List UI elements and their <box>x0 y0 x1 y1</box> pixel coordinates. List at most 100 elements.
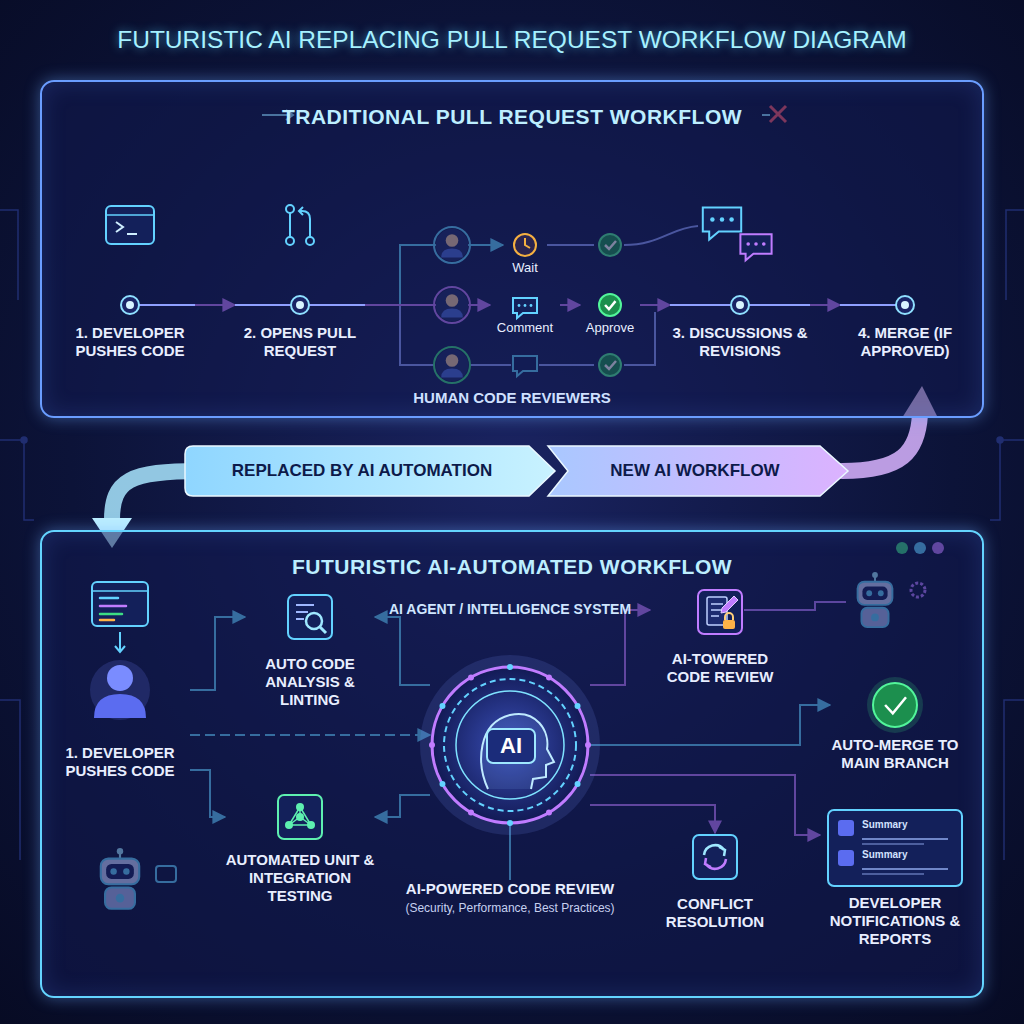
report-icon <box>862 873 924 875</box>
chats-icon <box>720 217 724 221</box>
workflow-panel: TRADITIONAL PULL REQUEST WORKFLOW 1. DEVE… <box>40 80 984 418</box>
doclock-icon <box>723 620 735 629</box>
speech-icon <box>513 298 537 318</box>
report-line: Summary <box>862 849 908 861</box>
hub-circle <box>439 703 445 709</box>
hub-circle <box>575 781 581 787</box>
clock-icon <box>503 232 547 258</box>
report-line: Summary <box>862 819 908 831</box>
report-icon <box>828 810 962 886</box>
hub-circle <box>546 674 552 680</box>
hub-circle <box>507 664 513 670</box>
dev-icon <box>100 613 122 616</box>
node-label: REPLACED BY AI AUTOMATION <box>222 461 518 481</box>
pr-icon <box>286 205 294 213</box>
chats-icon <box>746 242 750 246</box>
node-label: AI-TOWERED CODE REVIEW <box>650 650 790 686</box>
node-label: 1. DEVELOPER PUSHES CODE <box>50 744 190 780</box>
scan-icon <box>306 613 322 629</box>
term-icon <box>106 206 154 244</box>
circuit-trace <box>1004 700 1024 860</box>
node-label: DEVELOPER NOTIFICATIONS & REPORTS <box>820 894 970 948</box>
chats-icon <box>729 217 733 221</box>
sync-icon <box>693 835 737 879</box>
automation-step: AI-TOWERED CODE REVIEW <box>650 588 790 686</box>
dev-icon <box>100 597 118 600</box>
node-label: 1. DEVELOPER PUSHES CODE <box>65 324 195 360</box>
circuit-trace <box>0 700 20 860</box>
checkbig-icon <box>867 677 923 733</box>
chats-icon <box>740 234 771 260</box>
report-icon <box>862 843 924 845</box>
chats-icon <box>731 296 749 314</box>
term-icon <box>121 296 139 314</box>
hub-circle <box>487 729 535 763</box>
report-icon <box>838 850 854 866</box>
hub-circle <box>585 742 591 748</box>
sync-icon <box>704 845 724 855</box>
sync-icon <box>706 859 726 869</box>
speech-icon <box>518 304 521 307</box>
chats-icon <box>703 208 741 240</box>
term-icon <box>65 190 195 320</box>
node-label: AUTOMATED UNIT & INTEGRATION TESTING <box>225 851 375 905</box>
pr-icon <box>286 237 294 245</box>
dev-icon <box>92 582 148 626</box>
scan-icon <box>320 627 326 633</box>
clock-icon <box>514 234 536 256</box>
none-icon <box>840 190 970 320</box>
hub-circle <box>429 742 435 748</box>
hub-circle <box>468 674 474 680</box>
transition-arrow <box>842 414 920 471</box>
node-label: Approve <box>580 320 640 336</box>
workflow-step: 2. OPENS PULL REQUEST <box>235 190 365 360</box>
hub-circle <box>507 820 513 826</box>
scan-icon <box>296 605 314 619</box>
network-icon <box>278 795 322 839</box>
automation-step: DEVELOPER NOTIFICATIONS & REPORTS Summary… <box>820 808 970 948</box>
automation-step: 1. DEVELOPER PUSHES CODE <box>50 580 190 780</box>
dev-icon <box>107 665 133 691</box>
circuit-trace <box>990 440 1024 520</box>
automation-step: AUTO-MERGE TO MAIN BRANCH <box>830 680 960 772</box>
hub-circle <box>546 810 552 816</box>
review-status: Wait <box>503 232 547 276</box>
term-icon <box>116 222 123 232</box>
workflow-step: 4. MERGE (IF APPROVED) <box>840 190 970 360</box>
workflow-panel: FUTURISTIC AI-AUTOMATED WORKFLOW1. DEVEL… <box>40 530 984 998</box>
pr-icon <box>299 207 303 215</box>
automation-step: AUTO CODE ANALYSIS & LINTING <box>245 593 375 709</box>
node-label: CONFLICT RESOLUTION <box>650 895 780 931</box>
hub-circle <box>420 655 600 835</box>
dev-icon <box>94 694 146 718</box>
chats-icon <box>754 242 758 246</box>
chats-icon <box>670 190 810 320</box>
dev-icon <box>92 590 148 592</box>
dev-icon <box>115 646 125 652</box>
none-icon <box>901 301 909 309</box>
hub-circle <box>444 679 576 811</box>
node-label: Comment <box>490 320 560 336</box>
sync-icon <box>705 858 711 867</box>
banner-arrow <box>185 446 555 496</box>
none-icon <box>896 296 914 314</box>
network-icon <box>296 813 304 821</box>
checkbig-icon <box>885 697 906 713</box>
clock-icon <box>525 238 530 248</box>
review-status: Approve <box>580 292 640 336</box>
pr-icon <box>296 301 304 309</box>
dev-icon <box>100 619 114 622</box>
node-label: 2. OPENS PULL REQUEST <box>235 324 365 360</box>
panel-heading: TRADITIONAL PULL REQUEST WORKFLOW <box>42 104 982 129</box>
check-icon <box>605 301 615 309</box>
term-icon <box>126 301 134 309</box>
dev-icon <box>50 580 190 740</box>
node-label: AI-POWERED CODE REVIEW <box>405 880 615 898</box>
hub-label: AI <box>487 729 535 763</box>
doclock-icon <box>650 588 790 646</box>
report-icon <box>862 838 948 840</box>
checkbig-icon <box>830 680 960 732</box>
hub-circle <box>575 703 581 709</box>
pr-icon <box>306 237 314 245</box>
